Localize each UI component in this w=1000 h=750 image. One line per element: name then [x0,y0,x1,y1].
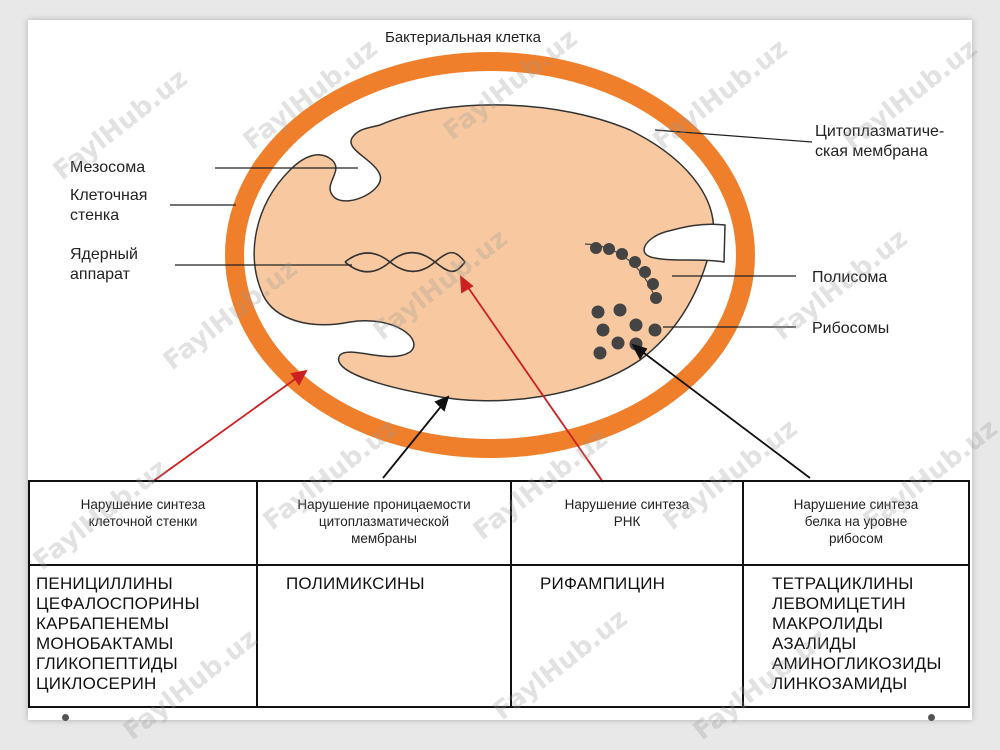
label-mesosome: Мезосома [70,159,146,176]
drug-cell: ТЕТРАЦИКЛИНЫ ЛЕВОМИЦЕТИН МАКРОЛИДЫ АЗАЛИ… [742,564,970,708]
leader-lines [170,129,813,328]
drug-cell: ПЕНИЦИЛЛИНЫ ЦЕФАЛОСПОРИНЫ КАРБАПЕНЕМЫ МО… [28,564,258,708]
drugs-rna: РИФАМПИЦИН [540,574,666,593]
diagram-title: Бактериальная клетка [385,29,541,46]
slide-dot-left [62,714,69,721]
drug-cell: ПОЛИМИКСИНЫ [256,564,512,708]
header-cell: Нарушение проницаемости цитоплазматическ… [256,480,512,566]
label-cytoplasmic-membrane: Цитоплазматиче- ская мембрана [815,123,945,160]
header-membrane: Нарушение проницаемости цитоплазматическ… [297,497,471,546]
table-drug-row: ПЕНИЦИЛЛИНЫ ЦЕФАЛОСПОРИНЫ КАРБАПЕНЕМЫ МО… [28,564,970,708]
ribosomes [591,303,662,360]
slide-dot-right [928,714,935,721]
header-cell: Нарушение синтеза РНК [510,480,744,566]
header-cell-wall: Нарушение синтеза клеточной стенки [80,497,206,529]
header-cell: Нарушение синтеза клеточной стенки [28,480,258,566]
label-ribosomes: Рибосомы [812,320,890,337]
drugs-ribosome: ТЕТРАЦИКЛИНЫ ЛЕВОМИЦЕТИН МАКРОЛИДЫ АЗАЛИ… [772,574,942,693]
antibiotic-mechanism-table: Нарушение синтеза клеточной стенки Наруш… [28,480,970,708]
nucleoid [344,251,466,273]
table-header-row: Нарушение синтеза клеточной стенки Наруш… [28,480,970,566]
membrane-fold [643,223,726,263]
label-cell-wall: Клеточная стенка [70,187,148,224]
label-polysome: Полисома [812,269,888,286]
header-ribosome: Нарушение синтеза белка на уровне рибосо… [793,497,919,546]
red-arrows [151,274,604,483]
header-cell: Нарушение синтеза белка на уровне рибосо… [742,480,970,566]
drugs-membrane: ПОЛИМИКСИНЫ [286,574,425,593]
header-rna: Нарушение синтеза РНК [564,497,690,529]
drug-cell: РИФАМПИЦИН [510,564,744,708]
label-nuclear-apparatus: Ядерный аппарат [70,246,138,283]
drugs-cell-wall: ПЕНИЦИЛЛИНЫ ЦЕФАЛОСПОРИНЫ КАРБАПЕНЕМЫ МО… [36,574,200,693]
dark-arrows [382,343,811,479]
